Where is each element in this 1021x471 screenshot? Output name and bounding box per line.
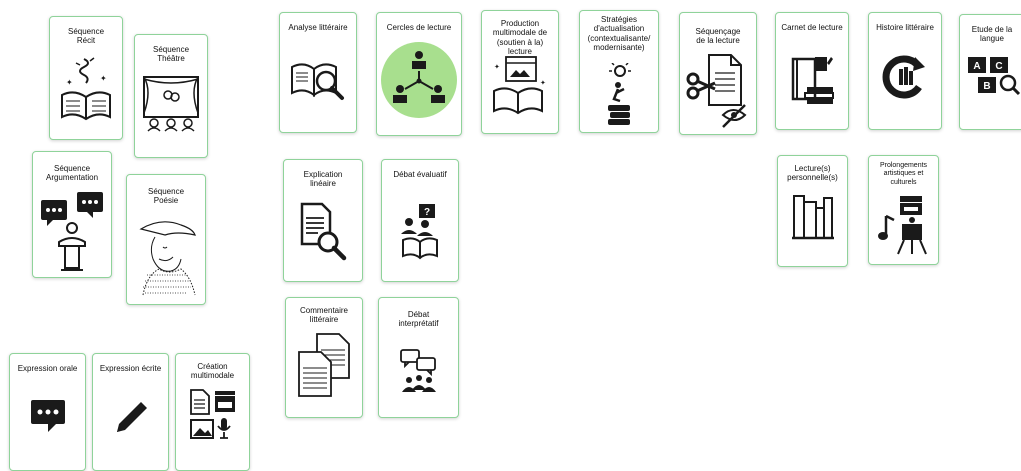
card-title: Commentaire littéraire bbox=[299, 306, 348, 325]
card-title: Expression orale bbox=[17, 364, 78, 373]
theatre-stage-icon bbox=[140, 73, 202, 133]
open-book-sparkle-icon: ✦ ✦ bbox=[56, 55, 116, 125]
card-title: Prolongements artistiques et culturels bbox=[879, 162, 928, 186]
card-title: Création multimodale bbox=[190, 362, 235, 381]
idea-books-icon bbox=[604, 63, 634, 129]
abc-blocks-icon: A C B bbox=[966, 55, 1021, 99]
speech-bubble-icon bbox=[28, 398, 68, 434]
reader-question-icon: ? bbox=[395, 202, 445, 260]
card-title: Séquence Récit bbox=[67, 27, 105, 46]
svg-text:✦: ✦ bbox=[100, 74, 107, 83]
card-histoire-litteraire[interactable]: Histoire littéraire bbox=[868, 12, 942, 130]
card-creation-multimodale[interactable]: Création multimodale bbox=[175, 353, 250, 471]
svg-text:C: C bbox=[995, 61, 1002, 72]
card-title: Débat évaluatif bbox=[393, 170, 447, 179]
card-lectures-personnelles[interactable]: Lecture(s) personnelle(s) bbox=[777, 155, 848, 267]
card-title: Séquence Argumentation bbox=[45, 164, 99, 183]
card-debat-evaluatif[interactable]: Débat évaluatif ? bbox=[381, 159, 459, 282]
document-magnifier-icon bbox=[298, 200, 348, 262]
card-prolongements[interactable]: Prolongements artistiques et culturels bbox=[868, 155, 939, 265]
card-sequence-theatre[interactable]: Séquence Théâtre bbox=[134, 34, 208, 158]
svg-text:A: A bbox=[973, 61, 980, 72]
documents-icon bbox=[295, 332, 353, 398]
card-expression-ecrite[interactable]: Expression écrite bbox=[92, 353, 169, 471]
card-title: Carnet de lecture bbox=[781, 23, 843, 32]
reading-circle-icon bbox=[380, 41, 458, 119]
svg-text:B: B bbox=[983, 81, 990, 92]
card-title: Explication linéaire bbox=[303, 170, 343, 189]
card-cercles-de-lecture[interactable]: Cercles de lecture bbox=[376, 12, 462, 136]
card-carnet-de-lecture[interactable]: Carnet de lecture bbox=[775, 12, 849, 130]
poet-portrait-icon bbox=[133, 215, 199, 299]
svg-text:✦: ✦ bbox=[540, 79, 546, 87]
bookshelf-icon bbox=[790, 192, 836, 242]
card-sequence-poesie[interactable]: Séquence Poésie bbox=[126, 174, 206, 305]
card-title: Histoire littéraire bbox=[876, 23, 934, 32]
card-production-multimodale[interactable]: Production multimodale de (soutien à la)… bbox=[481, 10, 559, 134]
svg-text:✦: ✦ bbox=[66, 78, 73, 87]
card-etude-langue[interactable]: Etude de la langue A C B bbox=[959, 14, 1021, 130]
history-books-icon bbox=[881, 53, 929, 101]
card-debat-interpretatif[interactable]: Débat interprétatif bbox=[378, 297, 459, 418]
card-title: Séquence Poésie bbox=[147, 187, 185, 206]
card-analyse-litteraire[interactable]: Analyse littéraire bbox=[279, 12, 357, 133]
card-title: Cercles de lecture bbox=[386, 23, 452, 32]
multimedia-icons bbox=[187, 388, 239, 444]
card-sequence-argumentation[interactable]: Séquence Argumentation bbox=[32, 151, 112, 278]
book-magnifier-icon bbox=[288, 59, 348, 103]
card-commentaire-litteraire[interactable]: Commentaire littéraire bbox=[285, 297, 363, 418]
card-expression-orale[interactable]: Expression orale bbox=[9, 353, 86, 471]
card-title: Etude de la langue bbox=[971, 25, 1013, 44]
card-title: Production multimodale de (soutien à la)… bbox=[492, 19, 548, 57]
card-sequencage-lecture[interactable]: Séquençage de la lecture bbox=[679, 12, 757, 135]
svg-text:?: ? bbox=[424, 207, 430, 218]
card-strategies-actualisation[interactable]: Stratégies d'actualisation (contextualis… bbox=[579, 10, 659, 133]
arts-culture-icon bbox=[876, 194, 932, 256]
card-title: Séquençage de la lecture bbox=[695, 27, 741, 46]
pencil-icon bbox=[111, 398, 151, 438]
card-title: Stratégies d'actualisation (contextualis… bbox=[587, 15, 651, 53]
scissors-document-icon bbox=[685, 53, 751, 131]
svg-text:✦: ✦ bbox=[494, 63, 500, 71]
card-title: Analyse littéraire bbox=[288, 23, 348, 32]
speaker-podium-icon bbox=[37, 190, 107, 272]
card-title: Débat interprétatif bbox=[398, 310, 439, 329]
group-discussion-icon bbox=[399, 348, 439, 398]
card-title: Lecture(s) personnelle(s) bbox=[787, 164, 838, 183]
card-title: Expression écrite bbox=[99, 364, 162, 373]
book-screen-icon: ✦ ✦ bbox=[490, 55, 550, 119]
card-title: Séquence Théâtre bbox=[152, 45, 190, 64]
card-explication-lineaire[interactable]: Explication linéaire bbox=[283, 159, 363, 282]
card-sequence-recit[interactable]: Séquence Récit ✦ ✦ bbox=[49, 16, 123, 140]
notebook-pen-icon bbox=[787, 53, 837, 107]
